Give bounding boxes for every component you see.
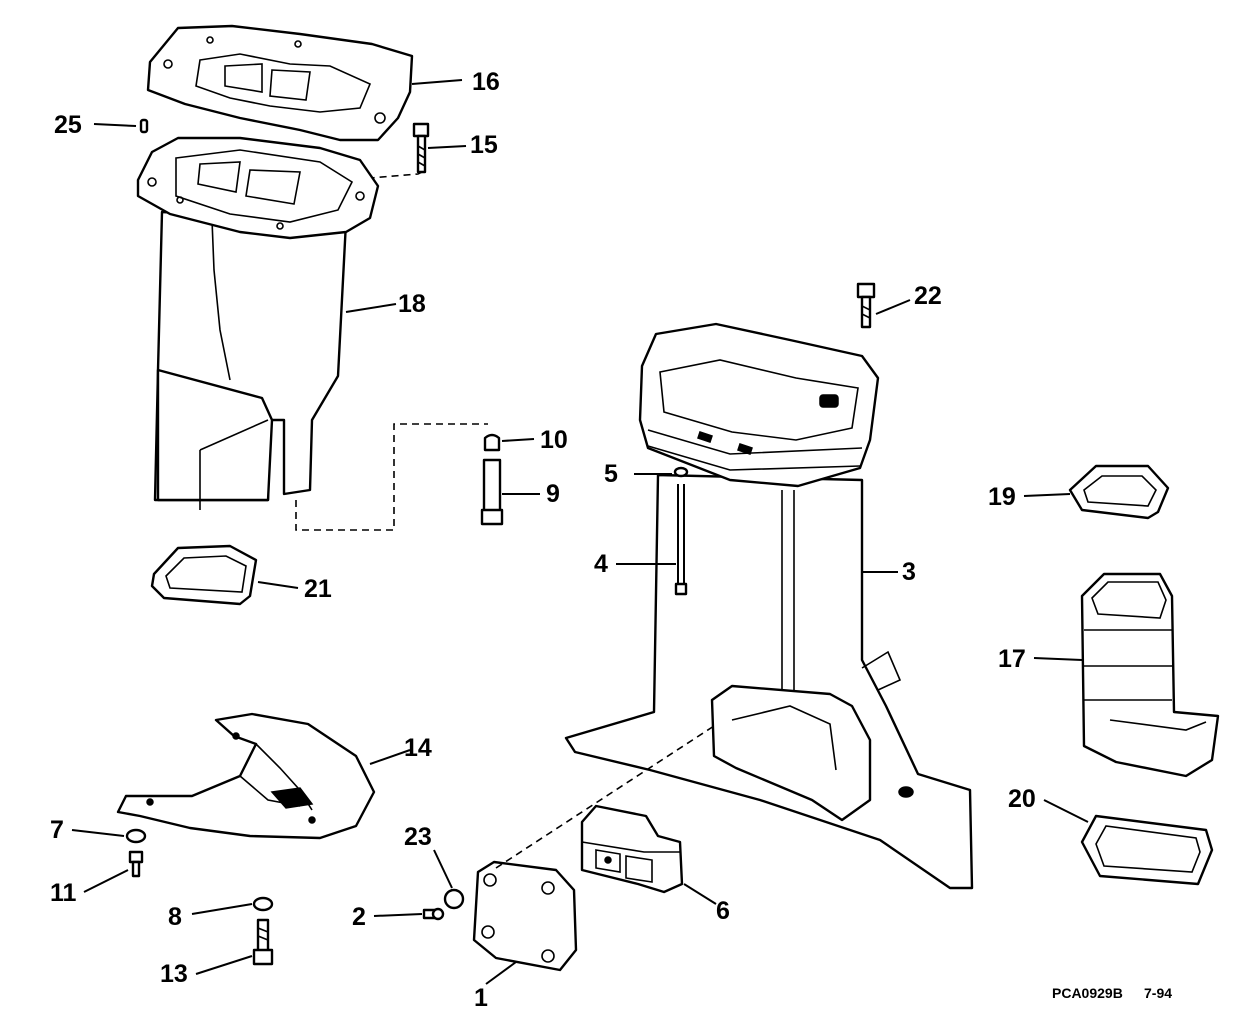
callout-15: 15 [470, 131, 498, 159]
screw-2 [422, 907, 445, 921]
callout-20: 20 [1008, 785, 1036, 813]
bolt-13 [252, 918, 274, 966]
callout-4: 4 [594, 550, 608, 578]
callout-16: 16 [472, 68, 500, 96]
bolt-22 [856, 282, 876, 329]
callout-5: 5 [604, 460, 618, 488]
washer-8 [252, 896, 274, 912]
washer-5 [673, 466, 689, 478]
stud-4 [674, 484, 688, 596]
callout-11: 11 [50, 879, 77, 907]
callout-1: 1 [474, 984, 488, 1012]
callout-17: 17 [998, 645, 1026, 673]
exhaust-tube-17 [1080, 572, 1220, 778]
callout-21: 21 [304, 575, 332, 603]
seal-19 [1068, 464, 1170, 520]
bolt-15-alignment-line [369, 171, 423, 179]
seal-21 [150, 544, 258, 606]
callout-25: 25 [54, 111, 82, 139]
screw-11 [128, 850, 144, 878]
cover-1 [472, 860, 578, 972]
dowel-pin-25 [139, 118, 149, 134]
mount-6 [580, 804, 684, 894]
anti-ventilation-plate-14 [116, 712, 376, 840]
callout-10: 10 [540, 426, 568, 454]
callout-23: 23 [404, 823, 432, 851]
gasket-16 [146, 24, 414, 142]
callout-2: 2 [352, 903, 366, 931]
exhaust-housing-18 [136, 136, 380, 510]
washer-23 [443, 888, 465, 910]
callout-3: 3 [902, 558, 916, 586]
bolt-15 [412, 122, 430, 174]
callout-22: 22 [914, 282, 942, 310]
washer-7 [125, 828, 147, 844]
callout-9: 9 [546, 480, 560, 508]
callout-13: 13 [160, 960, 188, 988]
callout-labels: 16 25 15 18 22 10 9 5 4 3 21 19 17 20 14… [50, 68, 1036, 1012]
driveshaft-housing-3 [564, 322, 974, 890]
callout-18: 18 [398, 290, 426, 318]
callout-8: 8 [168, 903, 182, 931]
cover-1-alignment-line [495, 725, 715, 869]
tube-9 [480, 458, 504, 526]
callout-19: 19 [988, 483, 1016, 511]
water-tube-route [295, 423, 488, 531]
cap-10 [483, 433, 501, 452]
revision-date: 7-94 [1144, 985, 1172, 1001]
part-code: PCA0929B [1052, 985, 1123, 1001]
callout-6: 6 [716, 897, 730, 925]
callout-14: 14 [404, 734, 432, 762]
seal-20 [1080, 814, 1214, 886]
leader-lines [71, 79, 1089, 985]
callout-7: 7 [50, 816, 64, 844]
